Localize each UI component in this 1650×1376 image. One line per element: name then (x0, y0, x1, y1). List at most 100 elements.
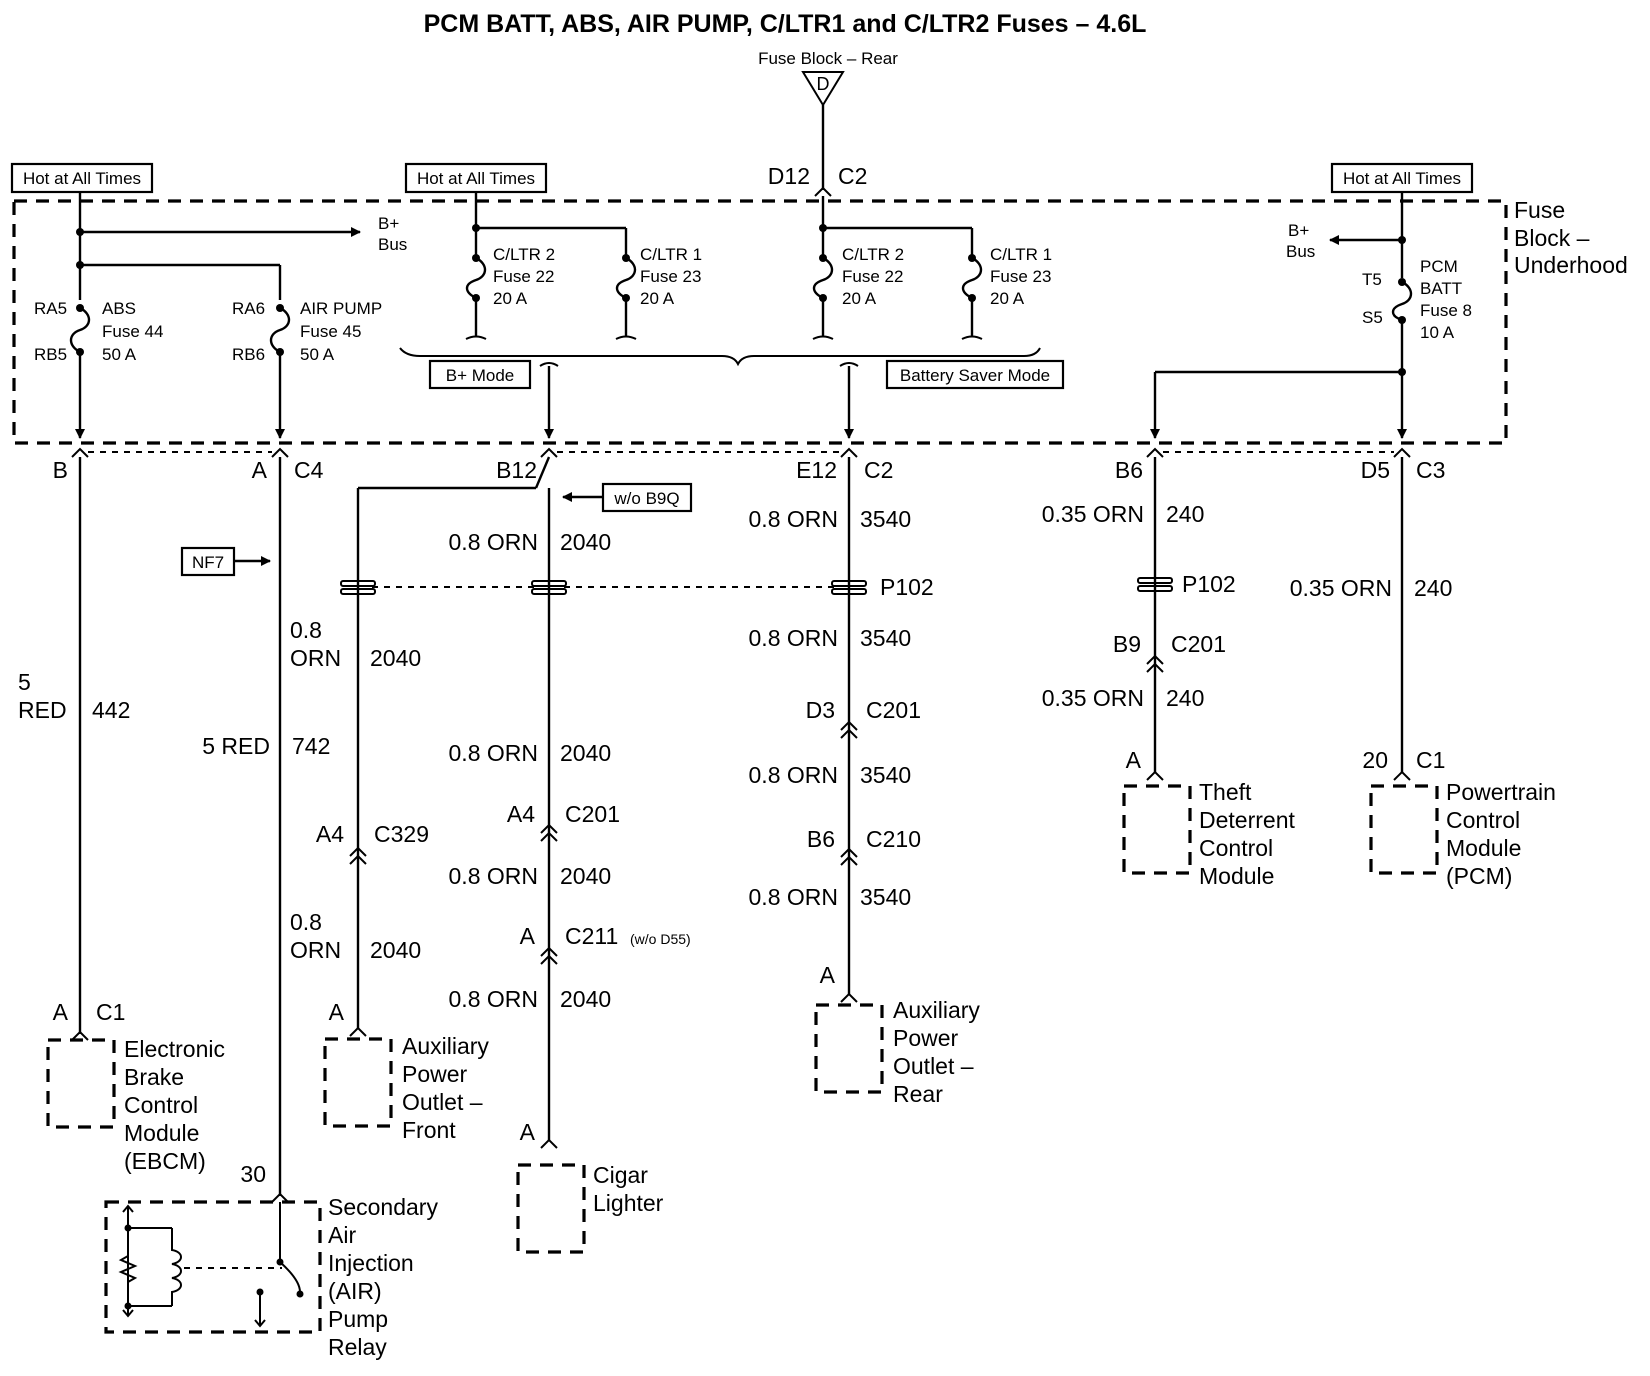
air-relay-label-line1: Secondary (328, 1194, 438, 1220)
underhood-output-connectors: B A C4 B12 E12 C2 B6 D5 C3 (53, 447, 1445, 483)
ebcm-label-line4: Module (124, 1120, 199, 1146)
b9-c201-connector: C201 (1171, 631, 1226, 657)
fuse-cltr1-bplus-icon (615, 256, 637, 300)
fuse-pcm-batt-number: Fuse 8 (1420, 301, 1472, 320)
theft-wire-1-gauge: 0.35 ORN (1042, 501, 1144, 527)
aux-front-box (323, 1037, 393, 1128)
cig-wire-4-circuit: 2040 (560, 986, 611, 1012)
fuse-abs: RA5 RB5 ABS Fuse 44 50 A (34, 299, 163, 364)
fuse-cltr1-saver-name: C/LTR 1 (990, 245, 1052, 264)
rear-wire-3-gauge: 0.8 ORN (749, 762, 838, 788)
connector-c201-theft: B9 C201 (1113, 631, 1226, 673)
rear-wire-2-gauge: 0.8 ORN (749, 625, 838, 651)
circuit-b12-branch: w/o B9Q 0.8 ORN 2040 0.8 ORN 2040 0.8 OR… (290, 456, 693, 1254)
ebcm-label-line5: (EBCM) (124, 1148, 206, 1174)
connector-c4: C4 (294, 457, 324, 483)
abs-wire-gauge: 5 (18, 669, 31, 695)
cig-wire-3-gauge: 0.8 ORN (449, 863, 538, 889)
air-relay-pin: 30 (240, 1161, 266, 1187)
fuse-air-pump-number: Fuse 45 (300, 322, 361, 341)
connector-c329: A4 C329 (316, 821, 429, 865)
bplus-bus-right-line1: B+ (1288, 221, 1309, 240)
fuse-cltr1-bplus-name: C/LTR 1 (640, 245, 702, 264)
pcm-label-line3: Module (1446, 835, 1521, 861)
abs-circuit-number: 442 (92, 697, 130, 723)
aux-rear-box (814, 1003, 884, 1094)
front-wire-2-gauge: 0.8 (290, 909, 322, 935)
front-wire-1-color: ORN (290, 645, 341, 671)
a4-c201-connector: C201 (565, 801, 620, 827)
fuse-cltr1-saver-icon (961, 256, 983, 300)
fuse-air-pump: RA6 RB6 AIR PUMP Fuse 45 50 A (232, 299, 382, 364)
air-relay-label-line2: Air (328, 1222, 356, 1248)
fuse-air-pump-bottom-pin: RB6 (232, 345, 265, 364)
pin-b12: B12 (496, 457, 537, 483)
b9-c201-pin: B9 (1113, 631, 1141, 657)
nf7-option-box: NF7 (180, 546, 236, 577)
pcm-label-line2: Control (1446, 807, 1520, 833)
c211-note: (w/o D55) (630, 931, 691, 947)
p102-pin-front-icon (340, 580, 376, 587)
fuse-pcm-batt-icon (1391, 280, 1413, 322)
air-relay-label-line6: Relay (328, 1334, 387, 1360)
c211-pin: A (520, 923, 536, 949)
fuse-cltr1-battery-saver: C/LTR 1 Fuse 23 20 A (961, 245, 1052, 340)
fuse-cltr2-bplus-name: C/LTR 2 (493, 245, 555, 264)
pin-b6: B6 (1115, 457, 1143, 483)
aux-rear-label-line4: Rear (893, 1081, 943, 1107)
pin-a-c4: A (252, 457, 268, 483)
pcm-pin: 20 (1362, 747, 1388, 773)
cig-wire-2-gauge: 0.8 ORN (449, 740, 538, 766)
cig-wire-2-circuit: 2040 (560, 740, 611, 766)
pcm-label-line1: Powertrain (1446, 779, 1556, 805)
aux-rear-label-line1: Auxiliary (893, 997, 980, 1023)
p102-pin-cigar-icon (531, 580, 567, 587)
air-wire-gauge: 5 RED (202, 733, 270, 759)
fuse-cltr2-bplus-icon (465, 256, 487, 300)
cigar-label-line2: Lighter (593, 1190, 664, 1216)
fuse-cltr1-bplus-number: Fuse 23 (640, 267, 701, 286)
rear-wire-2-circuit: 3540 (860, 625, 911, 651)
fuse-block-underhood-boundary (12, 199, 1508, 445)
relay-switch-icon (279, 1261, 301, 1293)
theft-label-line4: Module (1199, 863, 1274, 889)
diagram-title: PCM BATT, ABS, AIR PUMP, C/LTR1 and C/LT… (424, 10, 1147, 38)
mode-battery-saver-label: Battery Saver Mode (900, 366, 1050, 385)
ebcm-connector: C1 (96, 999, 125, 1025)
pcm-wire-gauge: 0.35 ORN (1290, 575, 1392, 601)
hot-label-right: Hot at All Times (1330, 162, 1474, 194)
fuse-cltr2-bplus-rating: 20 A (493, 289, 528, 308)
abs-wire-color: RED (18, 697, 67, 723)
cig-wire-4-gauge: 0.8 ORN (449, 986, 538, 1012)
connector-c201-rear: D3 C201 (806, 697, 921, 739)
fuse-cltr2-saver-number: Fuse 22 (842, 267, 903, 286)
connector-c210: B6 C210 (807, 826, 921, 866)
ebcm-label-line3: Control (124, 1092, 198, 1118)
nf7-label: NF7 (192, 553, 224, 572)
pin-d5: D5 (1361, 457, 1390, 483)
fuse-block-underhood-label: Fuse Block – Underhood (1514, 197, 1628, 278)
aux-front-label-line4: Front (402, 1117, 456, 1143)
underhood-label-line2: Block – (1514, 225, 1590, 251)
air-relay-label-line4: (AIR) (328, 1278, 382, 1304)
front-wire-1-circuit: 2040 (370, 645, 421, 671)
ebcm-label-line2: Brake (124, 1064, 184, 1090)
cigar-lighter-box (516, 1163, 586, 1254)
fuse-pcm-batt-name1: PCM (1420, 257, 1458, 276)
fuse-cltr1-bplus-rating: 20 A (640, 289, 675, 308)
p102-center-row: P102 (340, 574, 934, 600)
underhood-label-line1: Fuse (1514, 197, 1565, 223)
connector-c211: A C211 (w/o D55) (520, 923, 691, 965)
fuse-cltr1-saver-rating: 20 A (990, 289, 1025, 308)
p102-pin-theft-icon (1137, 577, 1173, 584)
fuse-air-pump-icon (269, 306, 291, 354)
rear-wire-4-circuit: 3540 (860, 884, 911, 910)
front-wire-2-color: ORN (290, 937, 341, 963)
mode-brace (399, 347, 1041, 367)
fuse-cltr1-saver-number: Fuse 23 (990, 267, 1051, 286)
left-bus-section: B+ Bus RA5 RB5 ABS Fuse 44 50 A RA6 RB6 … (34, 192, 407, 439)
pcm-label-line4: (PCM) (1446, 863, 1512, 889)
rear-wire-4-gauge: 0.8 ORN (749, 884, 838, 910)
fuse-pcm-batt: T5 S5 PCM BATT Fuse 8 10 A (1362, 257, 1472, 342)
